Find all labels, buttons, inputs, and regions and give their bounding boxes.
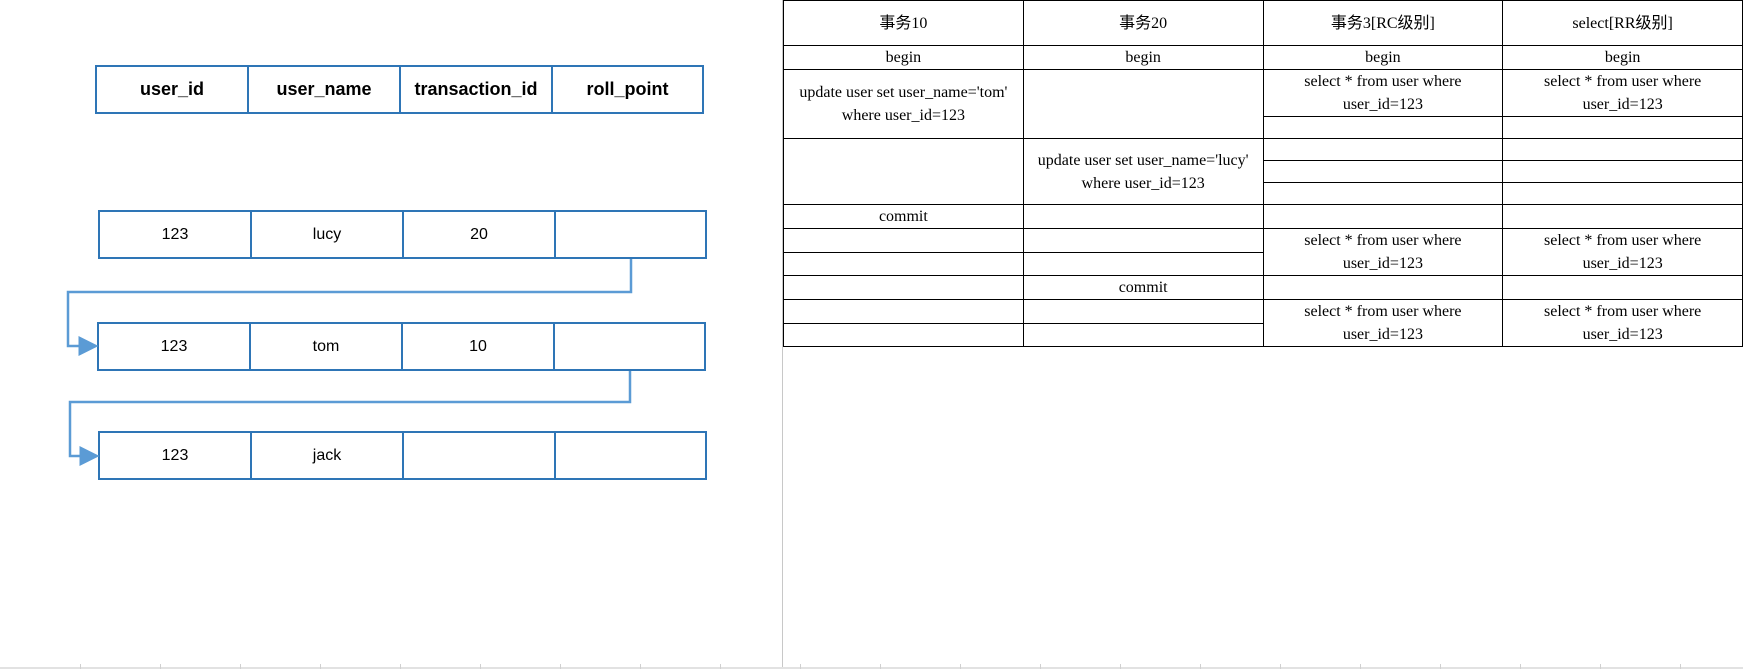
pane-divider [782, 0, 783, 669]
commit-txn-10: commit [783, 204, 1024, 229]
record-user-id: 123 [99, 324, 251, 369]
grid-tick [160, 664, 161, 669]
update-lucy-statement: update user set user_name='lucy' where u… [1022, 138, 1264, 205]
grid-tick [240, 664, 241, 669]
table-header-row: 事务10 事务20 事务3[RC级别] select[RR级别] [783, 0, 1743, 46]
empty-cell [783, 228, 1024, 253]
grid-tick [80, 664, 81, 669]
empty-cell [1502, 160, 1743, 183]
version-record-lucy: 123 lucy 20 [98, 210, 707, 259]
grid-tick [1440, 664, 1441, 669]
header-transaction-id: transaction_id [401, 67, 553, 112]
version-record-jack: 123 jack [98, 431, 707, 480]
header-txn-3-rc: 事务3[RC级别] [1262, 0, 1504, 46]
empty-cell [1262, 182, 1504, 205]
begin-txn-20: begin [1022, 45, 1264, 70]
grid-tick [960, 664, 961, 669]
grid-tick [1120, 664, 1121, 669]
rr-select-1: select * from user where user_id=123 [1502, 69, 1743, 117]
header-roll-point: roll_point [586, 79, 669, 99]
transaction-timeline: 事务10 事务20 事务3[RC级别] select[RR级别] begin b… [783, 0, 1743, 669]
begin-txn-10: begin [783, 45, 1024, 70]
empty-cell [1022, 204, 1264, 229]
rr-select-3: select * from user where user_id=123 [1502, 299, 1743, 347]
record-transaction-id [404, 433, 556, 478]
empty-cell [1022, 69, 1264, 139]
grid-tick [1280, 664, 1281, 669]
grid-tick [880, 664, 881, 669]
version-record-tom: 123 tom 10 [97, 322, 706, 371]
grid-tick [480, 664, 481, 669]
grid-tick [1520, 664, 1521, 669]
grid-tick [1200, 664, 1201, 669]
record-transaction-id: 20 [404, 212, 556, 257]
sheet-bottom-edge [0, 667, 1743, 669]
rc-select-3: select * from user where user_id=123 [1262, 299, 1504, 347]
empty-cell [783, 251, 1024, 276]
empty-cell [1502, 116, 1743, 139]
empty-cell [1502, 138, 1743, 161]
header-user-name: user_name [249, 67, 401, 112]
empty-cell [783, 138, 1024, 205]
record-roll-point [556, 433, 705, 478]
begin-select-rr: begin [1502, 45, 1743, 70]
record-user-id: 123 [100, 212, 252, 257]
table-row: select * from user where user_id=123 sel… [783, 299, 1743, 347]
grid-tick [1680, 664, 1681, 669]
grid-tick [1360, 664, 1361, 669]
grid-tick [720, 664, 721, 669]
record-user-name: tom [251, 324, 403, 369]
empty-cell [1502, 182, 1743, 205]
empty-cell [1262, 116, 1504, 139]
update-tom-statement: update user set user_name='tom' where us… [783, 69, 1024, 139]
header-txn-10: 事务10 [783, 0, 1024, 46]
empty-cell [1262, 138, 1504, 161]
table-row: select * from user where user_id=123 sel… [783, 228, 1743, 276]
empty-cell [1262, 160, 1504, 183]
table-row: update user set user_name='lucy' where u… [783, 138, 1743, 205]
header-txn-20: 事务20 [1022, 0, 1264, 46]
grid-tick [400, 664, 401, 669]
table-row [784, 182, 1743, 205]
table-row: commit [783, 275, 1743, 300]
commit-txn-20: commit [1022, 275, 1264, 300]
empty-cell [783, 275, 1024, 300]
header-select-rr: select[RR级别] [1502, 0, 1743, 46]
version-chain-diagram: user_id user_name transaction_id roll_po… [0, 0, 783, 669]
empty-cell [1262, 275, 1504, 300]
table-row [783, 251, 1743, 276]
empty-cell [783, 322, 1024, 347]
record-user-name: jack [252, 433, 404, 478]
record-roll-point [555, 324, 704, 369]
table-row: commit [783, 204, 1743, 229]
record-roll-point [556, 212, 705, 257]
record-user-name: lucy [252, 212, 404, 257]
empty-cell [783, 299, 1024, 324]
header-user-id: user_id [97, 67, 249, 112]
empty-cell [1022, 251, 1264, 276]
empty-cell [1502, 275, 1743, 300]
transaction-table: 事务10 事务20 事务3[RC级别] select[RR级别] begin b… [783, 0, 1743, 347]
grid-tick [320, 664, 321, 669]
grid-tick [800, 664, 801, 669]
record-transaction-id: 10 [403, 324, 555, 369]
empty-cell [1502, 204, 1743, 229]
rc-select-2: select * from user where user_id=123 [1262, 228, 1504, 276]
record-header-row: user_id user_name transaction_id roll_po… [95, 65, 704, 114]
empty-cell [1022, 299, 1264, 324]
grid-tick [640, 664, 641, 669]
grid-tick [560, 664, 561, 669]
grid-tick [1040, 664, 1041, 669]
grid-tick [1600, 664, 1601, 669]
rc-select-1: select * from user where user_id=123 [1262, 69, 1504, 117]
rr-select-2: select * from user where user_id=123 [1502, 228, 1743, 276]
table-row [783, 322, 1743, 347]
begin-txn-3: begin [1262, 45, 1504, 70]
record-user-id: 123 [100, 433, 252, 478]
table-row: begin begin begin begin [783, 45, 1743, 70]
empty-cell [1022, 322, 1264, 347]
empty-cell [1262, 204, 1504, 229]
empty-cell [1022, 228, 1264, 253]
